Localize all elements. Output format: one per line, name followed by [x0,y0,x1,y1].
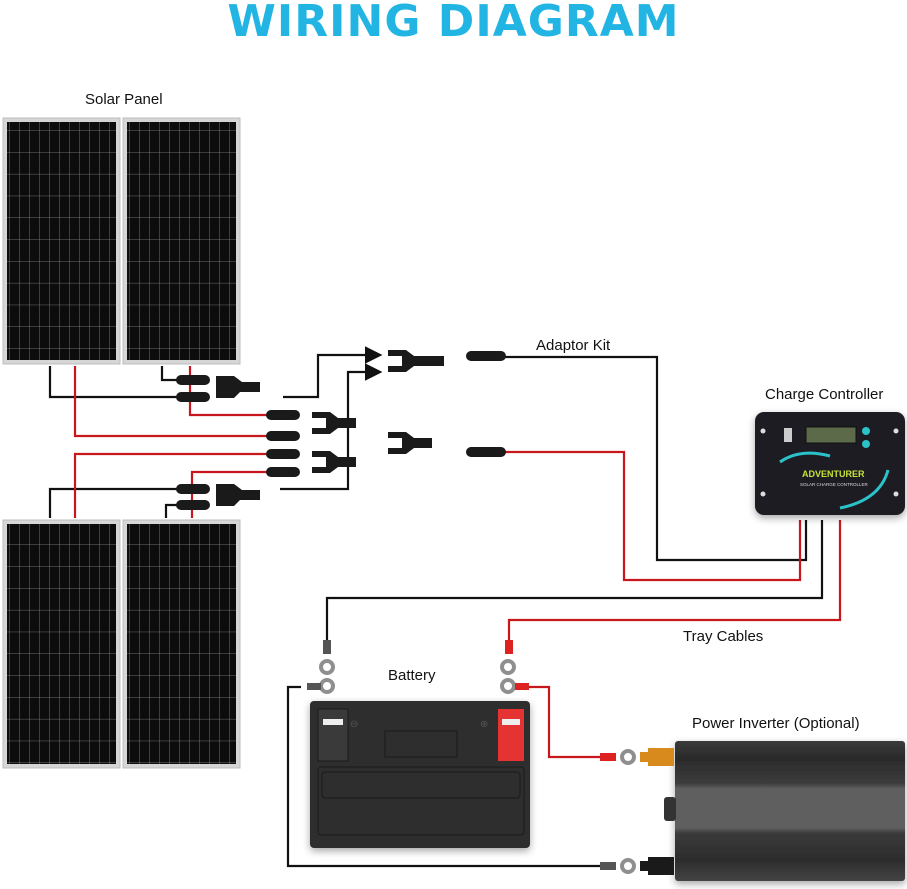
controller-subtitle: SOLAR CHARGE CONTROLLER [800,482,869,487]
panel-wiring [48,346,842,868]
wire-adaptor-positive [505,450,802,582]
solar-panel-label: Solar Panel [85,91,163,108]
select-button [862,427,870,435]
wire-positive-bl [73,452,270,518]
battery: ⊖ ⊕ [310,701,530,848]
usb-port [784,428,792,442]
battery-positive-terminal [498,709,524,761]
ring-terminals [319,659,636,874]
mc4-connectors [176,350,506,510]
wire-negative-tr [160,366,180,382]
controller-brand: ADVENTURER [802,469,865,479]
wire-adaptor-negative [505,355,808,562]
battery-label: Battery [388,667,436,684]
tray-cable-positive [507,520,842,640]
battery-negative-terminal [317,708,349,762]
tray-cable-negative [325,520,824,640]
svg-text:⊖: ⊖ [350,719,358,730]
power-inverter-label: Power Inverter (Optional) [692,715,860,732]
wire-negative-br [164,503,180,518]
charge-controller-label: Charge Controller [765,386,884,403]
wire-negative-tl [48,366,180,399]
power-inverter [640,741,905,881]
diagram-title: WIRING DIAGRAM [227,0,680,47]
enter-button [862,440,870,448]
charge-controller [755,412,905,515]
solar-panel-bottom-left [2,519,121,769]
inverter-positive-terminal [640,748,674,766]
solar-panel-bottom-right [122,519,241,769]
adaptor-kit-label: Adaptor Kit [536,337,611,354]
svg-text:⊕: ⊕ [480,719,488,730]
solar-panel-top-right [122,117,241,365]
solar-panel-top-left [2,117,121,365]
inverter-negative-terminal [640,857,674,875]
wire-battery-inverter-positive [520,685,605,759]
wire-positive-tl [73,366,270,438]
wire-battery-inverter-negative [286,685,605,868]
wire-negative-bl [48,487,180,518]
tray-cables-label: Tray Cables [683,628,764,645]
lcd-display [805,426,857,444]
